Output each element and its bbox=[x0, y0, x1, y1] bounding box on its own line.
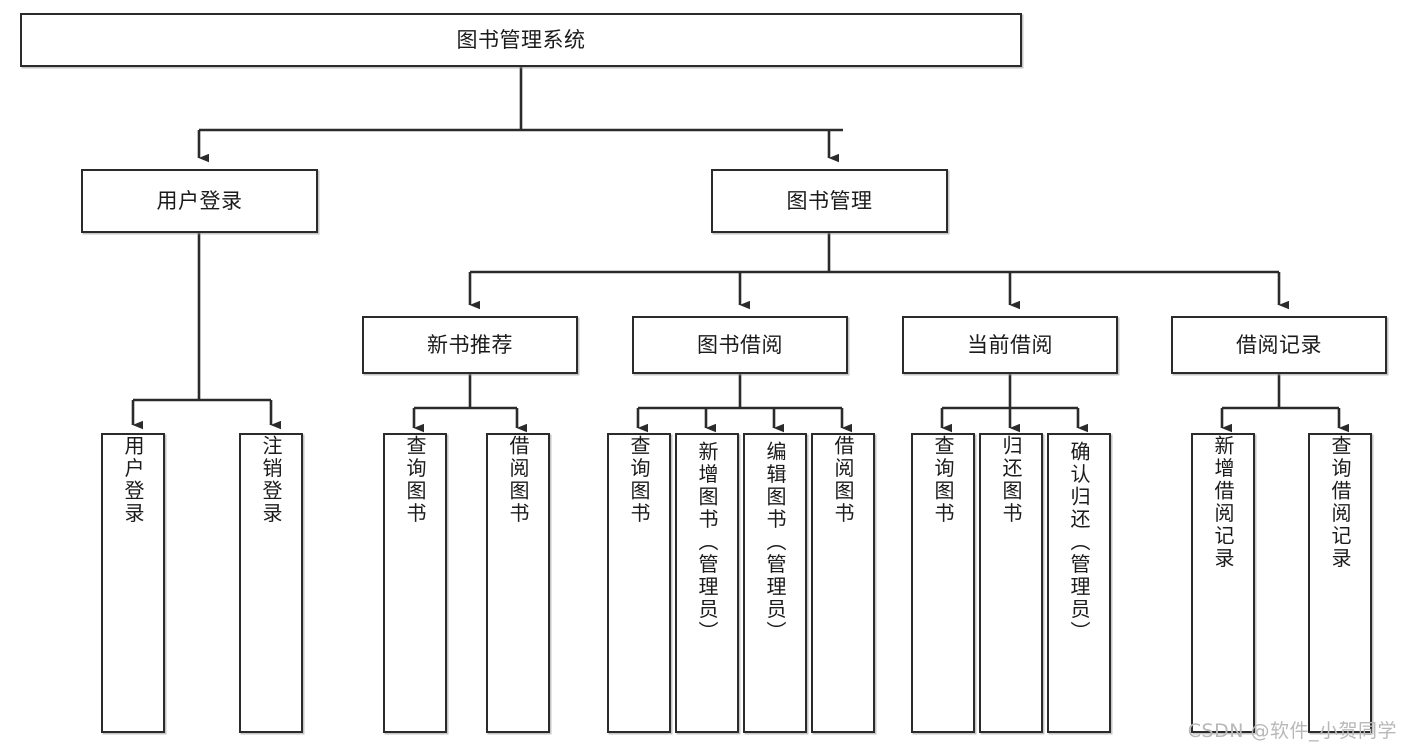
leaf-add-book-label: 新增图书（管理员） bbox=[695, 441, 719, 644]
leaf-user-login-label: 用户登录 bbox=[121, 435, 145, 525]
node-root-label: 图书管理系统 bbox=[456, 27, 586, 52]
node-borrow-record-label: 借阅记录 bbox=[1236, 332, 1322, 357]
leaf-query-book-2-label: 查询图书 bbox=[627, 435, 651, 525]
leaf-borrow-book-2-label: 借阅图书 bbox=[831, 435, 855, 525]
node-new-book-recommend[interactable]: 新书推荐 bbox=[362, 316, 578, 374]
leaf-query-record[interactable]: 查询借阅记录 bbox=[1308, 433, 1372, 733]
leaf-borrow-book-1[interactable]: 借阅图书 bbox=[486, 433, 550, 733]
leaf-add-book[interactable]: 新增图书（管理员） bbox=[675, 433, 739, 733]
leaf-query-book-1-label: 查询图书 bbox=[403, 435, 427, 525]
node-root[interactable]: 图书管理系统 bbox=[20, 13, 1022, 67]
node-book-management-label: 图书管理 bbox=[786, 188, 873, 213]
leaf-return-book[interactable]: 归还图书 bbox=[979, 433, 1043, 733]
leaf-logout-label: 注销登录 bbox=[259, 435, 283, 525]
leaf-query-book-3-label: 查询图书 bbox=[931, 435, 955, 525]
node-book-borrow[interactable]: 图书借阅 bbox=[632, 316, 848, 374]
watermark: CSDN @软件_小贺同学 bbox=[1187, 720, 1397, 742]
leaf-add-record-label: 新增借阅记录 bbox=[1211, 435, 1235, 570]
leaf-query-book-2[interactable]: 查询图书 bbox=[607, 433, 671, 733]
node-user-login[interactable]: 用户登录 bbox=[81, 169, 318, 233]
leaf-logout[interactable]: 注销登录 bbox=[239, 433, 303, 733]
leaf-query-record-label: 查询借阅记录 bbox=[1328, 435, 1352, 570]
node-borrow-record[interactable]: 借阅记录 bbox=[1171, 316, 1387, 374]
leaf-user-login[interactable]: 用户登录 bbox=[101, 433, 165, 733]
node-user-login-label: 用户登录 bbox=[156, 188, 243, 213]
leaf-query-book-1[interactable]: 查询图书 bbox=[383, 433, 447, 733]
leaf-add-record[interactable]: 新增借阅记录 bbox=[1191, 433, 1255, 733]
leaf-edit-book-label: 编辑图书（管理员） bbox=[763, 441, 787, 644]
leaf-confirm-return-label: 确认归还（管理员） bbox=[1067, 441, 1091, 644]
node-current-borrow-label: 当前借阅 bbox=[967, 332, 1053, 357]
leaf-borrow-book-2[interactable]: 借阅图书 bbox=[811, 433, 875, 733]
node-new-book-recommend-label: 新书推荐 bbox=[427, 332, 513, 357]
node-book-management[interactable]: 图书管理 bbox=[711, 169, 948, 233]
node-book-borrow-label: 图书借阅 bbox=[697, 332, 783, 357]
leaf-return-book-label: 归还图书 bbox=[999, 435, 1023, 525]
leaf-borrow-book-1-label: 借阅图书 bbox=[506, 435, 530, 525]
leaf-edit-book[interactable]: 编辑图书（管理员） bbox=[743, 433, 807, 733]
node-current-borrow[interactable]: 当前借阅 bbox=[902, 316, 1118, 374]
leaf-query-book-3[interactable]: 查询图书 bbox=[911, 433, 975, 733]
leaf-confirm-return[interactable]: 确认归还（管理员） bbox=[1047, 433, 1111, 733]
